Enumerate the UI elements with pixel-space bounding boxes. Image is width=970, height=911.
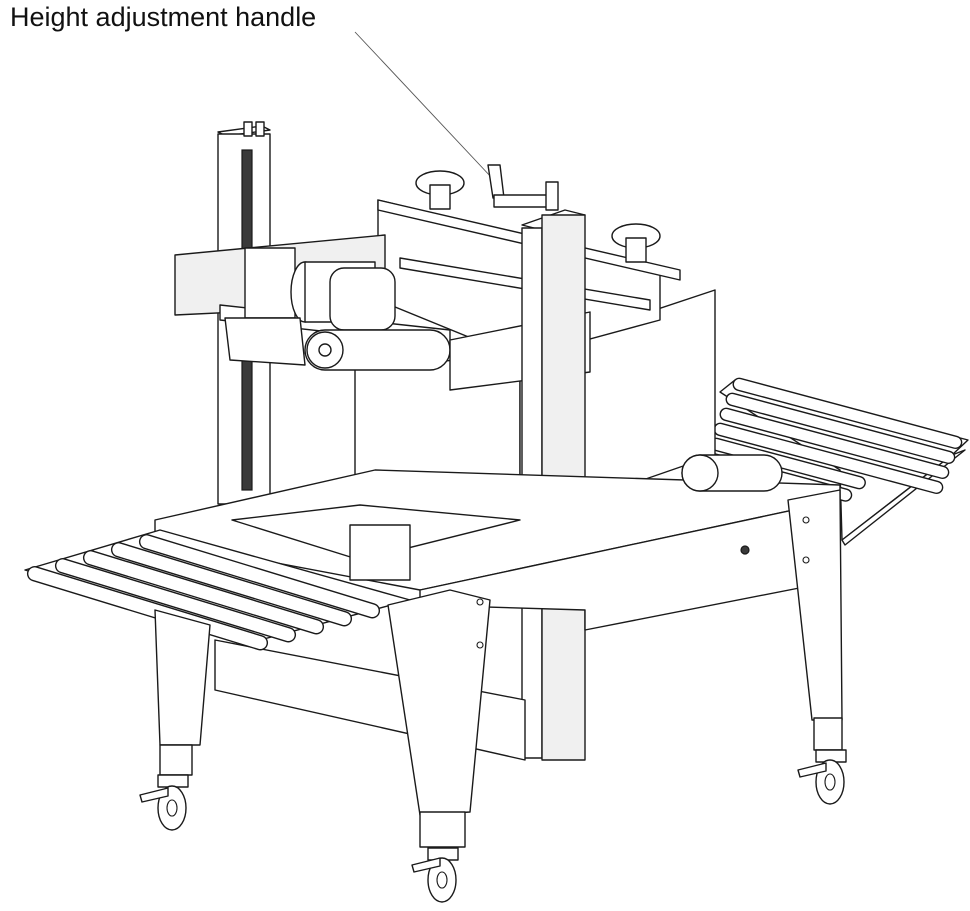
front-left-leg [387,589,491,848]
height-adjustment-handle [487,164,559,211]
outfeed-roller-conveyor [705,377,969,546]
right-leg [787,489,843,751]
infeed-rollers [26,534,381,651]
callout-leader-line [354,31,493,179]
infeed-roller-conveyor [24,529,411,651]
motor [290,261,396,331]
caster-wheel-front [411,847,459,903]
handwheel-left [415,170,465,210]
belt-pulley [304,329,451,371]
caster-wheel-rear-left [139,774,189,831]
outfeed-rollers [705,377,963,502]
handwheel-right [611,223,661,263]
rear-left-leg [154,609,211,776]
handle-callout-label: Height adjustment handle [10,2,317,32]
caster-wheel-right [797,749,847,805]
side-belt-unit [681,454,783,492]
